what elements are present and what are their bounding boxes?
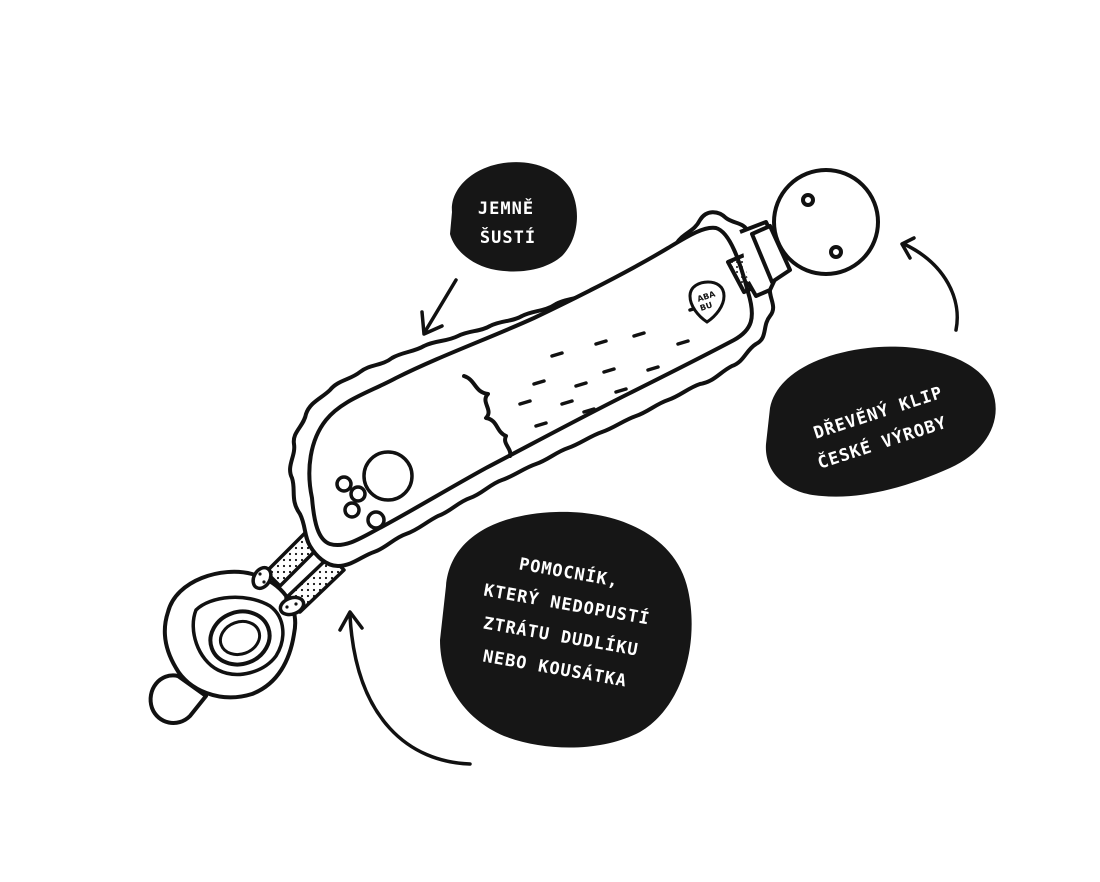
wooden-ball bbox=[772, 168, 880, 276]
callout-blob bbox=[765, 346, 996, 497]
torn-edge bbox=[462, 374, 513, 458]
callout-rustle-line-2: ŠUSTÍ bbox=[480, 226, 536, 248]
paw-print bbox=[335, 450, 414, 530]
callout-helper-arrow bbox=[338, 610, 472, 766]
callout-blob bbox=[440, 511, 692, 748]
wooden-clip bbox=[726, 168, 880, 298]
brand-logo: ABA BU bbox=[688, 280, 726, 324]
pacifier bbox=[148, 569, 298, 725]
snap-button bbox=[251, 565, 273, 591]
callout-blob bbox=[450, 162, 577, 272]
callout-rustle: JEMNĚ ŠUSTÍ bbox=[420, 162, 577, 336]
logo-line-2: BU bbox=[699, 300, 714, 312]
callout-clip: DŘEVĚNÝ KLIP ČESKÉ VÝROBY bbox=[765, 236, 996, 497]
callout-rustle-line-1: JEMNĚ bbox=[478, 197, 534, 219]
callout-rustle-arrow bbox=[420, 278, 458, 336]
snap-button bbox=[278, 595, 306, 617]
callout-clip-arrow bbox=[900, 236, 959, 332]
callout-helper: POMOCNÍK, KTERÝ NEDOPUSTÍ ZTRÁTU DUDLÍKU… bbox=[338, 511, 692, 766]
